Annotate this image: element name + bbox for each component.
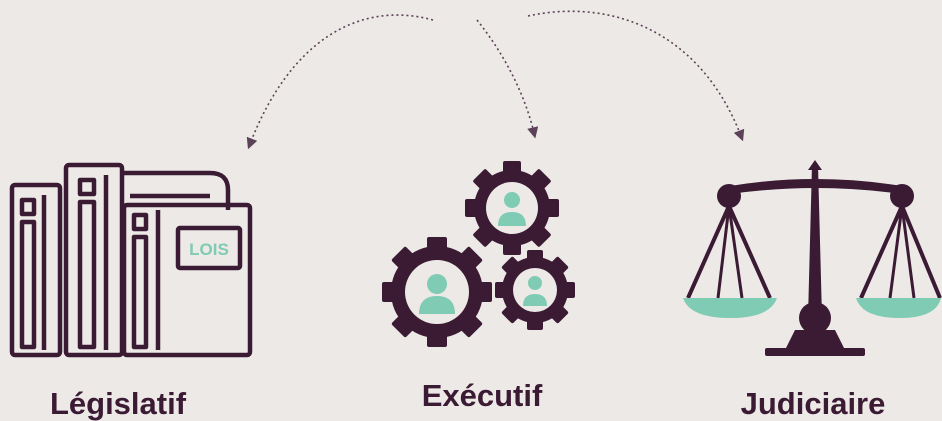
gear-large	[382, 237, 492, 347]
executif-label: Exécutif	[421, 378, 543, 413]
arrow-to-legislatif	[246, 14, 434, 150]
lois-badge-text: LOIS	[189, 240, 229, 259]
arrow-to-judiciaire	[527, 10, 745, 142]
gear-top	[465, 161, 559, 255]
law-books-icon	[9, 162, 253, 358]
people-gears-icon	[382, 161, 575, 347]
judiciaire-label: Judiciaire	[740, 386, 886, 421]
scales-of-justice-icon	[683, 160, 942, 356]
arrow-to-executif	[476, 19, 539, 139]
legislatif-label: Législatif	[49, 386, 187, 421]
gear-small	[495, 250, 575, 330]
